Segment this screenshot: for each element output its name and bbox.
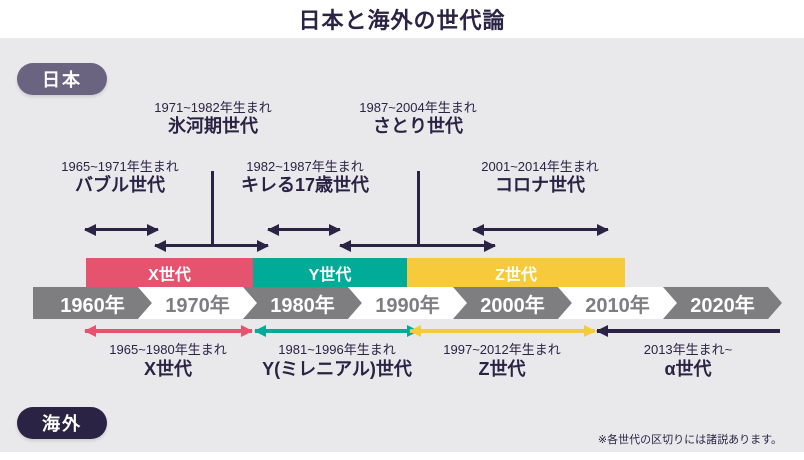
footnote: ※各世代の区切りには諸説あります。 bbox=[597, 434, 782, 446]
kireru17-name: キレる17歳世代 bbox=[240, 175, 370, 195]
hyogaki-span-arrow bbox=[155, 244, 268, 247]
bubble-span-arrow bbox=[85, 228, 158, 231]
overseas-alpha-span-arrow bbox=[597, 329, 780, 333]
satori-years: 1987~2004年生まれ bbox=[359, 100, 477, 115]
corona-name: コロナ世代 bbox=[495, 175, 585, 195]
hyogaki-connector-line bbox=[211, 171, 214, 247]
decade-timeline: 1960年 1970年 1980年 1990年 2000年 2010年 2020… bbox=[33, 287, 798, 319]
corona-years: 2001~2014年生まれ bbox=[481, 159, 599, 174]
overseas-y-name: Y(ミレニアル)世代 bbox=[262, 359, 412, 379]
label-overseas-alpha-gen: 2013年生まれ~ α世代 bbox=[578, 341, 798, 380]
label-kireru17-gen: 1982~1987年生まれ キレる17歳世代 bbox=[195, 159, 415, 196]
label-overseas-y-gen: 1981~1996年生まれ Y(ミレニアル)世代 bbox=[227, 341, 447, 380]
hyogaki-name: 氷河期世代 bbox=[168, 116, 258, 136]
diagram-stage: 日本 海外 1971~1982年生まれ 氷河期世代 1987~2004年生まれ … bbox=[0, 38, 804, 452]
hyogaki-years: 1971~1982年生まれ bbox=[154, 100, 272, 115]
timeline-segment-1960: 1960年 bbox=[33, 287, 152, 319]
x-generation-bar: X世代 bbox=[86, 258, 253, 287]
label-corona-gen: 2001~2014年生まれ コロナ世代 bbox=[430, 159, 650, 196]
bubble-years: 1965~1971年生まれ bbox=[61, 159, 179, 174]
kireru17-span-arrow bbox=[268, 228, 340, 231]
timeline-segment-1990: 1990年 bbox=[348, 287, 467, 319]
overseas-alpha-years: 2013年生まれ~ bbox=[643, 342, 733, 357]
overseas-y-span-arrow bbox=[255, 329, 418, 333]
kireru17-years: 1982~1987年生まれ bbox=[246, 159, 364, 174]
page-title: 日本と海外の世代論 bbox=[298, 8, 506, 33]
y-generation-bar: Y世代 bbox=[253, 258, 407, 287]
timeline-segment-2000: 2000年 bbox=[453, 287, 572, 319]
corona-span-arrow bbox=[473, 228, 608, 231]
satori-connector-line bbox=[417, 171, 420, 247]
label-bubble-gen: 1965~1971年生まれ バブル世代 bbox=[10, 159, 230, 196]
overseas-z-name: Z世代 bbox=[478, 359, 526, 379]
overseas-badge: 海外 bbox=[17, 407, 107, 439]
timeline-segment-1980: 1980年 bbox=[243, 287, 362, 319]
overseas-y-years: 1981~1996年生まれ bbox=[278, 342, 396, 357]
timeline-segment-1970: 1970年 bbox=[138, 287, 257, 319]
label-hyogaki-gen: 1971~1982年生まれ 氷河期世代 bbox=[103, 100, 323, 137]
label-overseas-z-gen: 1997~2012年生まれ Z世代 bbox=[392, 341, 612, 380]
header: 日本と海外の世代論 bbox=[0, 0, 804, 38]
overseas-z-span-arrow bbox=[410, 329, 595, 333]
overseas-x-span-arrow bbox=[85, 329, 252, 333]
z-generation-bar: Z世代 bbox=[407, 258, 625, 287]
overseas-x-years: 1965~1980年生まれ bbox=[109, 342, 227, 357]
y-generation-bar-label: Y世代 bbox=[308, 266, 352, 284]
japan-badge: 日本 bbox=[17, 63, 107, 95]
timeline-segment-2010: 2010年 bbox=[558, 287, 677, 319]
label-overseas-x-gen: 1965~1980年生まれ X世代 bbox=[58, 341, 278, 380]
overseas-z-years: 1997~2012年生まれ bbox=[443, 342, 561, 357]
overseas-alpha-name: α世代 bbox=[664, 359, 712, 379]
timeline-segment-2020: 2020年 bbox=[663, 287, 782, 319]
satori-span-arrow bbox=[340, 244, 495, 247]
overseas-x-name: X世代 bbox=[143, 359, 192, 379]
satori-name: さとり世代 bbox=[373, 116, 463, 136]
x-generation-bar-label: X世代 bbox=[148, 266, 191, 284]
bubble-name: バブル世代 bbox=[75, 175, 165, 195]
label-satori-gen: 1987~2004年生まれ さとり世代 bbox=[308, 100, 528, 137]
z-generation-bar-label: Z世代 bbox=[495, 266, 537, 284]
